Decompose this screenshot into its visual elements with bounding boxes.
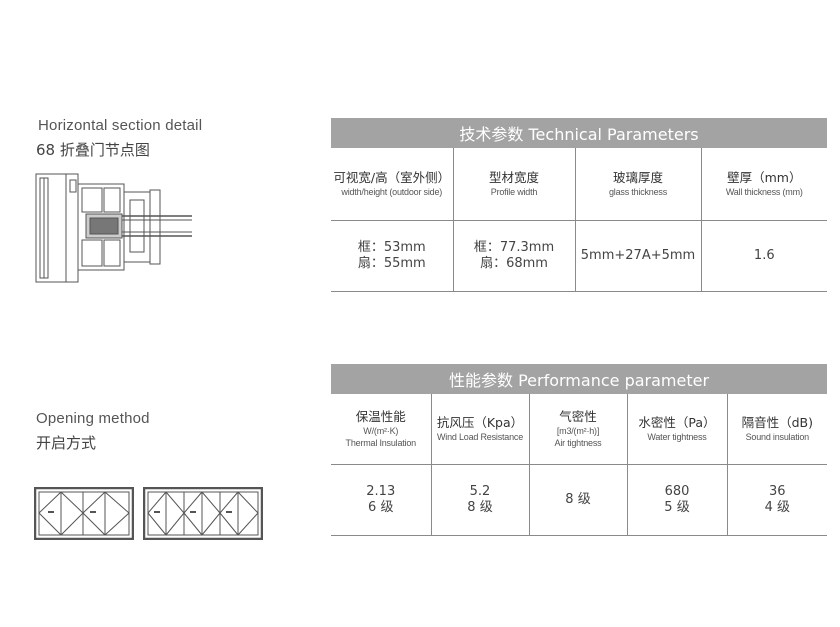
col-unit: [m3/(m²·h)] (556, 426, 600, 436)
col-label-en: glass thickness (608, 187, 668, 197)
col-label-cn: 保温性能 (355, 409, 406, 424)
opening-method-title-en: Opening method (36, 410, 150, 427)
col-label-en: Water tightness (647, 432, 707, 442)
perf-value-sound-insulation: 36 4 级 (727, 464, 828, 536)
performance-parameter-header: 性能参数 Performance parameter (331, 364, 828, 394)
value-line: 框：53mm (357, 240, 426, 255)
value-line: 1.6 (753, 248, 775, 263)
perf-value-water-tightness: 680 5 级 (627, 464, 728, 536)
col-label-cn: 水密性（Pa） (638, 415, 716, 430)
tech-value-visible-size: 框：53mm 扇：55mm (331, 220, 454, 292)
technical-parameters-table: 技术参数 Technical Parameters 可视宽/高（室外侧） wid… (331, 118, 828, 292)
opening-method-title-cn: 开启方式 (36, 434, 97, 452)
value-line: 8 级 (467, 500, 493, 515)
perf-col-sound-insulation: 隔音性（dB) Sound insulation (727, 394, 828, 465)
value-line: 5 级 (664, 500, 690, 515)
col-label-cn: 抗风压（Kpa） (436, 415, 524, 430)
value-line: 680 (664, 484, 690, 499)
col-label-en: Wind Load Resistance (436, 432, 524, 442)
folding-door-4-panel-diagram (34, 487, 134, 540)
tech-col-glass-thickness: 玻璃厚度 glass thickness (575, 148, 702, 221)
value-line: 8 级 (565, 492, 591, 507)
value-line: 扇：55mm (357, 256, 426, 271)
col-label-en: Sound insulation (745, 432, 810, 442)
section-detail-title-cn: 68 折叠门节点图 (36, 141, 150, 159)
col-label-cn: 可视宽/高（室外侧） (333, 170, 451, 185)
value-line: 5.2 (469, 484, 491, 499)
col-label-en: Thermal Insulation (345, 438, 417, 448)
perf-value-thermal: 2.13 6 级 (331, 464, 432, 536)
value-line: 6 级 (368, 500, 394, 515)
tech-value-profile-width: 框：77.3mm 扇：68mm (453, 220, 576, 292)
col-label-en: Wall thickness (mm) (725, 187, 803, 197)
performance-parameter-table: 性能参数 Performance parameter 保温性能 W/(m²·K)… (331, 364, 828, 536)
technical-parameters-header: 技术参数 Technical Parameters (331, 118, 828, 148)
col-unit: W/(m²·K) (363, 426, 399, 436)
col-label-en: Air tightness (554, 438, 602, 448)
value-line: 5mm+27A+5mm (580, 248, 696, 263)
tech-col-profile-width: 型材宽度 Profile width (453, 148, 576, 221)
section-detail-title-en: Horizontal section detail (38, 117, 203, 134)
perf-col-wind-load: 抗风压（Kpa） Wind Load Resistance (431, 394, 530, 465)
tech-col-wall-thickness: 壁厚（mm） Wall thickness (mm) (701, 148, 828, 221)
perf-value-wind-load: 5.2 8 级 (431, 464, 530, 536)
perf-col-thermal: 保温性能 W/(m²·K) Thermal Insulation (331, 394, 432, 465)
tech-value-wall-thickness: 1.6 (701, 220, 828, 292)
folding-door-6-panel-diagram (143, 487, 263, 540)
value-line: 框：77.3mm (473, 240, 555, 255)
value-line: 2.13 (366, 484, 396, 499)
tech-value-glass-thickness: 5mm+27A+5mm (575, 220, 702, 292)
horizontal-section-drawing (35, 173, 192, 283)
col-label-en: width/height (outdoor side) (341, 187, 443, 197)
value-line: 36 (769, 484, 786, 499)
col-label-cn: 玻璃厚度 (612, 170, 663, 185)
value-line: 4 级 (764, 500, 790, 515)
col-label-en: Profile width (490, 187, 538, 197)
perf-col-air-tightness: 气密性 [m3/(m²·h)] Air tightness (529, 394, 628, 465)
perf-value-air-tightness: 8 级 (529, 464, 628, 536)
tech-col-visible-size: 可视宽/高（室外侧） width/height (outdoor side) (331, 148, 454, 221)
col-label-cn: 壁厚（mm） (727, 170, 802, 185)
value-line: 扇：68mm (480, 256, 548, 271)
col-label-cn: 隔音性（dB) (741, 415, 813, 430)
col-label-cn: 型材宽度 (488, 170, 539, 185)
perf-col-water-tightness: 水密性（Pa） Water tightness (627, 394, 728, 465)
col-label-cn: 气密性 (559, 409, 597, 424)
